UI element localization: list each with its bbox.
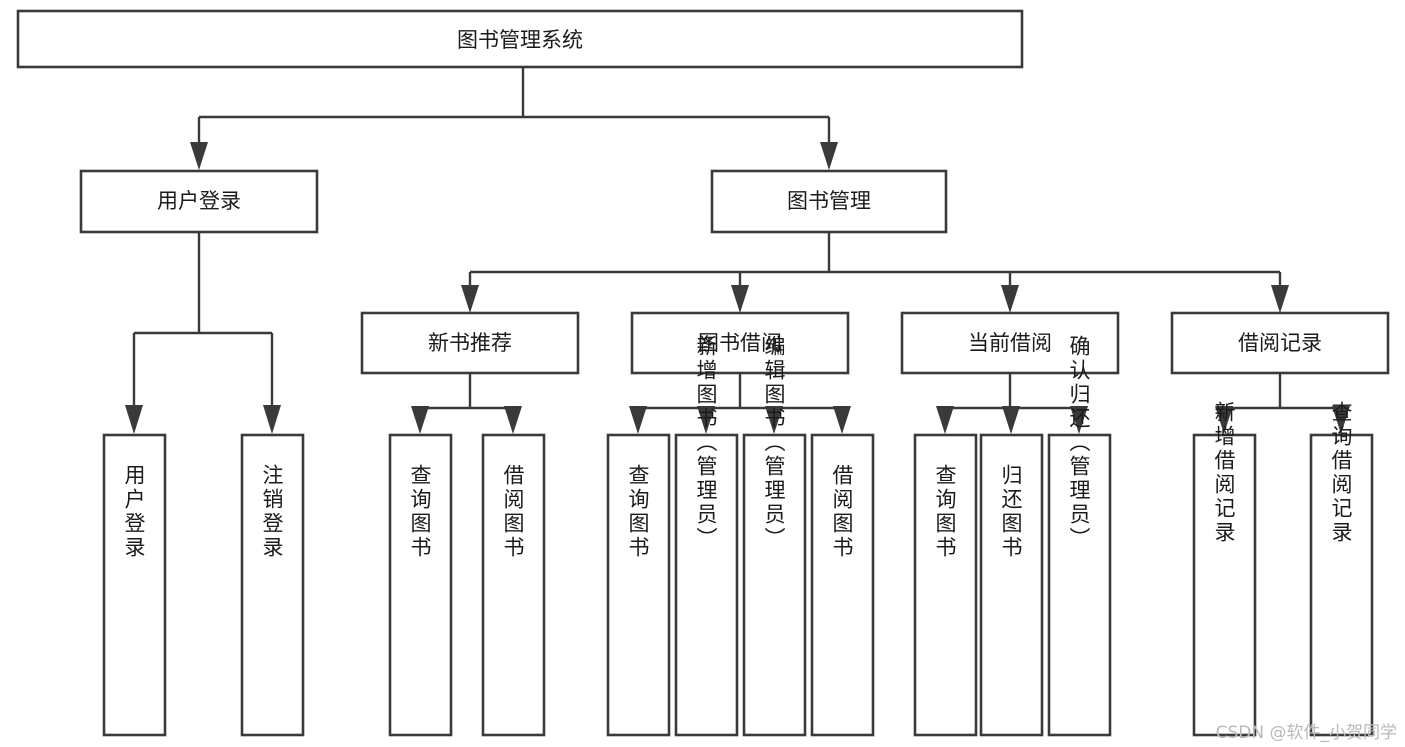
leaf-current-borrow-1-label: 查询图书 (933, 464, 957, 560)
node-new-book-recommend-box[interactable] (360, 311, 580, 375)
leaf-current-borrow-2-label: 归还图书 (999, 464, 1023, 560)
edge-group-current-borrow (936, 373, 1088, 434)
leaf-new-book-1-box[interactable] (388, 433, 453, 737)
leaf-current-borrow-1-box[interactable] (913, 433, 978, 737)
arrow-head-bb-1 (629, 406, 647, 434)
leaf-node[interactable]: 归还图书 (979, 433, 1044, 737)
arrow-head-user-login (190, 142, 208, 170)
leaf-current-borrow-3-label: 确认归还（管理员） (1067, 335, 1091, 551)
arrow-head-cb-1 (936, 406, 954, 434)
node-current-borrow-label: 当前借阅 (968, 331, 1052, 355)
arrow-head-br-1 (1215, 406, 1233, 434)
arrow-head-book-manage (820, 142, 838, 170)
arrow-head-user-login-2 (263, 405, 281, 434)
node-book-borrow[interactable]: 图书借阅 (630, 311, 850, 375)
arrow-head-cb-3 (1070, 406, 1088, 434)
node-user-login[interactable]: 用户登录 (79, 169, 319, 234)
node-borrow-record-label: 借阅记录 (1238, 331, 1322, 355)
node-book-borrow-label: 图书借阅 (698, 331, 782, 355)
leaf-book-borrow-1-label: 查询图书 (626, 464, 650, 560)
arrow-head-book-borrow (731, 285, 749, 313)
leaf-book-borrow-3-box[interactable] (742, 433, 807, 737)
arrow-head-borrow-record (1271, 285, 1289, 313)
leaf-book-borrow-2-label: 新增图书（管理员） (694, 335, 718, 551)
leaf-node[interactable]: 新增借阅记录 (1192, 401, 1257, 737)
arrow-head-new-book (461, 285, 479, 313)
leaf-node[interactable]: 新增图书（管理员） (674, 335, 739, 737)
leaf-book-borrow-1-box[interactable] (606, 433, 671, 737)
node-book-borrow-box[interactable] (630, 311, 850, 375)
leaf-node[interactable]: 注销登录 (240, 433, 305, 737)
leaf-new-book-2-box[interactable] (481, 433, 546, 737)
node-book-manage[interactable]: 图书管理 (710, 169, 948, 234)
leaf-node[interactable]: 查询借阅记录 (1309, 401, 1374, 737)
node-borrow-record-box[interactable] (1170, 311, 1390, 375)
leaf-node[interactable]: 编辑图书（管理员） (742, 335, 807, 737)
arrow-head-bb-2 (697, 406, 715, 434)
leaf-node[interactable]: 查询图书 (913, 433, 978, 737)
edge-group-new-book (411, 373, 522, 434)
arrow-head-br-2 (1332, 406, 1350, 434)
leaf-node[interactable]: 查询图书 (606, 433, 671, 737)
leaf-node[interactable]: 借阅图书 (481, 433, 546, 737)
node-current-borrow-box[interactable] (900, 311, 1120, 375)
leaf-user-login-1-box[interactable] (102, 433, 167, 737)
leaf-current-borrow-3-box[interactable] (1047, 433, 1112, 737)
node-book-manage-label: 图书管理 (787, 189, 871, 213)
node-user-login-label: 用户登录 (157, 189, 241, 213)
node-current-borrow[interactable]: 当前借阅 (900, 311, 1120, 375)
leaf-borrow-record-2-box[interactable] (1309, 433, 1374, 737)
node-user-login-box[interactable] (79, 169, 319, 234)
node-borrow-record[interactable]: 借阅记录 (1170, 311, 1390, 375)
leaf-node[interactable]: 查询图书 (388, 433, 453, 737)
node-new-book-recommend-label: 新书推荐 (428, 331, 512, 355)
arrow-head-nb-2 (504, 406, 522, 434)
node-book-manage-box[interactable] (710, 169, 948, 234)
leaf-book-borrow-2-box[interactable] (674, 433, 739, 737)
node-root-label: 图书管理系统 (457, 28, 583, 52)
arrow-head-nb-1 (411, 406, 429, 434)
node-root[interactable]: 图书管理系统 (16, 9, 1024, 69)
leaf-node[interactable]: 借阅图书 (810, 433, 875, 737)
leaf-user-login-1-label: 用户登录 (122, 464, 146, 560)
arrow-head-user-login-1 (125, 405, 143, 434)
leaf-borrow-record-1-label: 新增借阅记录 (1212, 401, 1236, 545)
leaf-book-borrow-4-label: 借阅图书 (830, 464, 854, 560)
leaf-book-borrow-4-box[interactable] (810, 433, 875, 737)
leaf-borrow-record-2-label: 查询借阅记录 (1329, 401, 1353, 545)
edge-group-user-login (125, 232, 281, 434)
node-root-box[interactable] (16, 9, 1024, 69)
leaf-node[interactable]: 确认归还（管理员） (1047, 335, 1112, 737)
arrow-head-bb-3 (765, 406, 783, 434)
arrow-head-cb-2 (1002, 406, 1020, 434)
leaf-book-borrow-3-label: 编辑图书（管理员） (762, 335, 786, 551)
leaf-new-book-2-label: 借阅图书 (501, 464, 525, 560)
edge-group-book-borrow (629, 373, 851, 434)
edge-group-root (190, 67, 838, 170)
leaf-current-borrow-2-box[interactable] (979, 433, 1044, 737)
leaf-user-login-2-box[interactable] (240, 433, 305, 737)
leaf-user-login-2-label: 注销登录 (260, 464, 284, 560)
leaf-new-book-1-label: 查询图书 (408, 464, 432, 560)
arrow-head-current-borrow (1001, 285, 1019, 313)
leaf-node[interactable]: 用户登录 (102, 433, 167, 737)
edge-group-book-manage (461, 232, 1289, 313)
leaf-borrow-record-1-box[interactable] (1192, 433, 1257, 737)
arrow-head-bb-4 (833, 406, 851, 434)
node-new-book-recommend[interactable]: 新书推荐 (360, 311, 580, 375)
edge-group-borrow-record (1215, 373, 1350, 434)
